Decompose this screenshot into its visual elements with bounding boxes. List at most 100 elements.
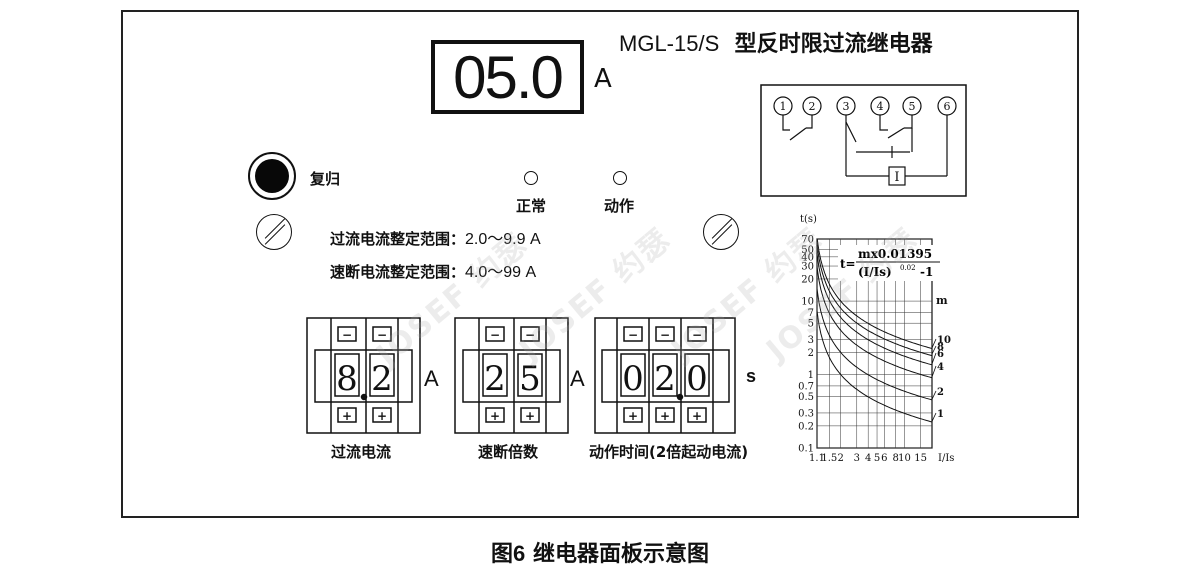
series-curve [817,288,932,401]
x-tick-label: 6 [881,453,887,464]
minus-icon: − [628,328,638,342]
minus-button[interactable] [520,326,540,342]
reset-button[interactable] [248,152,296,200]
series-leader [931,365,937,377]
terminal-number: 6 [944,100,951,113]
series-label: 10 [937,335,951,346]
series-label: 2 [937,387,944,398]
terminal-number: 2 [809,100,816,113]
minus-button[interactable] [337,326,357,342]
module-operate-time [594,317,736,434]
y-tick-label: 50 [801,245,814,256]
operate-indicator-led [613,171,627,185]
formula-denominator: (I/Is) [858,265,892,279]
module-overcurrent [306,317,421,434]
chart-curves [817,239,937,423]
formula-exponent: 0.02 [900,264,916,272]
y-tick-label: 3 [808,335,814,346]
formula-prefix: t= [840,257,856,271]
plus-button[interactable] [485,407,505,423]
y-tick-label: 20 [801,274,814,285]
module-unit: A [570,366,585,391]
module-window [314,349,413,403]
module-window [462,349,561,403]
terminal-number: 3 [843,100,850,113]
series-label: 4 [937,362,944,373]
mounting-screw-left-icon [256,214,292,250]
plus-button[interactable] [687,407,707,423]
module-label: 速断倍数 [478,443,539,461]
plus-button[interactable] [655,407,675,423]
module-digit: 8 [336,359,358,399]
plus-icon: + [628,409,638,423]
mounting-screw-right-icon [703,214,739,250]
overcurrent-range-prefix: 过流电流整定范围： [330,230,466,248]
y-tick-label: 30 [801,262,814,273]
digit-wheel[interactable] [369,353,395,397]
digit-wheel[interactable] [620,353,646,397]
y-tick-label: 0.5 [798,392,814,403]
caption-text: 继电器面板示意图 [532,542,709,567]
overcurrent-range: 过流电流整定范围：2.0～9.9 A [330,225,541,249]
module-instant-multiple [454,317,569,434]
minus-button[interactable] [485,326,505,342]
reset-label: 复归 [310,170,341,188]
y-tick-label: 0.3 [798,408,814,419]
instant-range-value: 4.0～99 A [465,264,537,281]
x-tick-label: 15 [914,453,927,464]
formula-suffix: -1 [920,265,933,279]
minus-icon: − [525,328,535,342]
module-window [601,349,730,403]
minus-icon: − [342,328,352,342]
x-tick-label: 10 [898,453,911,464]
minus-icon: − [660,328,670,342]
module-unit: s [746,366,757,386]
minus-button[interactable] [623,326,643,342]
module-frame [306,317,421,434]
overcurrent-range-value: 2.0～9.9 A [465,231,541,248]
plus-button[interactable] [372,407,392,423]
formula-numerator: mx0.01395 [858,247,932,261]
minus-button[interactable] [687,326,707,342]
display-value: 05.0 [453,44,564,111]
decimal-point [360,393,368,401]
wiring-diagram: 1 2 3 4 5 6 I [760,84,967,197]
module-digit: 2 [484,359,506,399]
minus-button[interactable] [655,326,675,342]
terminal-number: 4 [877,100,884,113]
digit-wheel[interactable] [334,353,360,397]
plus-button[interactable] [623,407,643,423]
normal-indicator-led [524,171,538,185]
digit-wheel[interactable] [684,353,710,397]
chart-formula: t= mx0.01395 (I/Is) 0.02 -1 [838,245,944,281]
plus-button[interactable] [520,407,540,423]
x-tick-label: 3 [854,453,860,464]
series-curve [817,253,932,366]
plus-button[interactable] [337,407,357,423]
series-leader [931,412,937,422]
series-curve [817,239,932,349]
plus-icon: + [525,409,535,423]
x-tick-label: 1.5 [821,453,837,464]
series-label: 1 [937,409,944,420]
device-name: 型反时限过流继电器 [734,32,933,57]
module-label: 过流电流 [331,443,392,461]
figure-caption: 图6 继电器面板示意图 [0,536,1200,568]
y-tick-label: 40 [801,252,814,263]
x-axis-label: I/Is [938,453,954,464]
digit-wheel[interactable] [482,353,508,397]
y-tick-label: 70 [801,235,814,246]
instant-range-prefix: 速断电流整定范围： [330,263,466,281]
x-tick-label: 4 [865,453,871,464]
module-digit: 2 [654,359,676,399]
y-tick-label: 0.7 [798,381,814,392]
y-tick-label: 0.2 [798,421,814,432]
series-curve [817,311,932,423]
minus-icon: − [490,328,500,342]
plus-icon: + [377,409,387,423]
series-label: 6 [937,349,944,360]
digit-wheel[interactable] [517,353,543,397]
minus-button[interactable] [372,326,392,342]
digit-wheel[interactable] [652,353,678,397]
